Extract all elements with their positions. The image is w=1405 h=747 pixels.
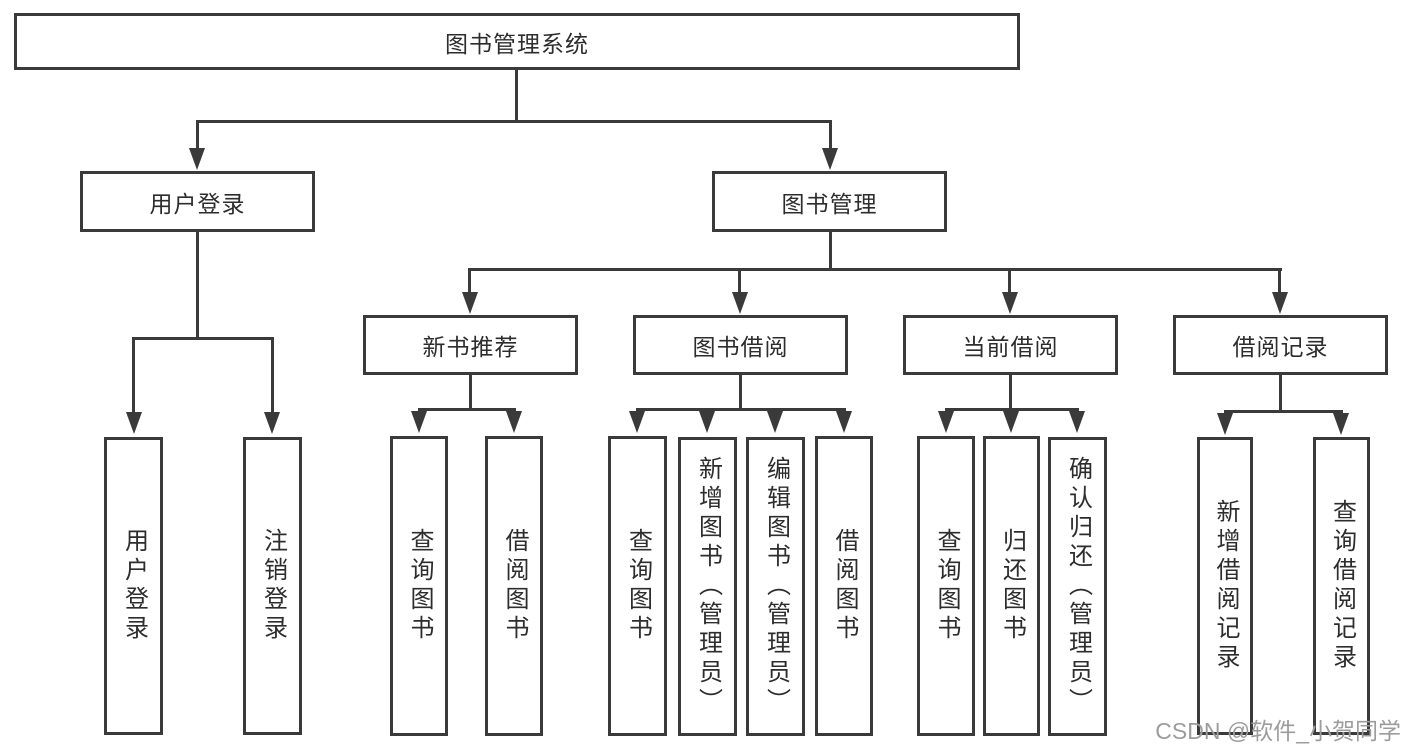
leaf-logout-label: 注销登录 (259, 528, 287, 644)
leaf-bb-borrow-book: 借阅图书 (815, 436, 873, 736)
arrow-down-icon (189, 148, 205, 170)
leaf-logout: 注销登录 (243, 437, 302, 735)
connector-line (196, 120, 199, 150)
connector-line (1279, 375, 1282, 410)
arrow-down-icon (822, 148, 838, 170)
leaf-bb-query-book-label: 查询图书 (624, 528, 652, 644)
node-root-label: 图书管理系统 (445, 30, 589, 57)
connector-line (945, 408, 1079, 411)
leaf-nb-query-book-label: 查询图书 (406, 528, 433, 644)
leaf-br-query-record-label: 查询借阅记录 (1328, 499, 1356, 673)
leaf-nb-query-book: 查询图书 (390, 436, 448, 736)
arrow-down-icon (1002, 292, 1018, 314)
leaf-user-login-label: 用户登录 (120, 528, 148, 644)
leaf-nb-borrow-book-label: 借阅图书 (501, 528, 528, 644)
node-borrow-records-label: 借阅记录 (1232, 334, 1329, 360)
leaf-bb-borrow-book-label: 借阅图书 (831, 528, 858, 644)
leaf-br-query-record: 查询借阅记录 (1313, 437, 1370, 735)
connector-line (829, 232, 832, 268)
leaf-bb-edit-book: 编辑图书（管理员） (746, 437, 805, 736)
node-root: 图书管理系统 (14, 13, 1020, 70)
connector-line (468, 268, 471, 294)
arrow-down-icon (1003, 411, 1019, 433)
arrow-down-icon (1217, 413, 1233, 435)
connector-line (636, 408, 846, 411)
leaf-bb-query-book: 查询图书 (608, 436, 667, 736)
node-current-borrow: 当前借阅 (903, 315, 1118, 375)
connector-line (1224, 410, 1343, 413)
leaf-cb-query-book-label: 查询图书 (933, 528, 960, 644)
arrow-down-icon (126, 412, 142, 434)
leaf-cb-return-book-label: 归还图书 (998, 528, 1026, 644)
connector-line (515, 70, 518, 120)
arrow-down-icon (264, 412, 280, 434)
leaf-cb-query-book: 查询图书 (917, 436, 975, 736)
arrow-down-icon (411, 411, 427, 433)
connector-line (132, 337, 135, 413)
leaf-bb-edit-book-label: 编辑图书（管理员） (762, 456, 790, 717)
node-current-borrow-label: 当前借阅 (962, 334, 1059, 360)
arrow-down-icon (767, 411, 783, 433)
arrow-down-icon (836, 411, 852, 433)
leaf-user-login: 用户登录 (104, 437, 163, 735)
connector-line (271, 337, 274, 413)
node-user-login-label: 用户登录 (149, 190, 246, 217)
node-book-borrow: 图书借阅 (633, 315, 848, 375)
connector-line (738, 268, 741, 294)
connector-line (469, 375, 472, 408)
connector-line (1009, 375, 1012, 408)
leaf-bb-add-book-label: 新增图书（管理员） (694, 456, 722, 717)
arrow-down-icon (732, 292, 748, 314)
connector-line (829, 120, 832, 150)
node-book-management: 图书管理 (712, 171, 947, 232)
arrow-down-icon (699, 411, 715, 433)
leaf-cb-return-book: 归还图书 (983, 436, 1040, 736)
arrow-down-icon (462, 292, 478, 314)
leaf-br-add-record: 新增借阅记录 (1197, 437, 1253, 735)
connector-line (418, 408, 516, 411)
connector-line (132, 337, 274, 340)
node-new-book-recommend: 新书推荐 (363, 315, 578, 375)
arrow-down-icon (506, 411, 522, 433)
connector-line (1008, 268, 1011, 294)
arrow-down-icon (938, 411, 954, 433)
watermark: CSDN @软件_小贺同学 (1155, 718, 1401, 744)
node-borrow-records: 借阅记录 (1173, 315, 1388, 375)
arrow-down-icon (1069, 411, 1085, 433)
leaf-cb-confirm-return: 确认归还（管理员） (1048, 437, 1107, 736)
arrow-down-icon (629, 411, 645, 433)
node-book-borrow-label: 图书借阅 (692, 334, 789, 360)
connector-line (196, 120, 832, 123)
node-book-management-label: 图书管理 (781, 190, 878, 217)
leaf-cb-confirm-return-label: 确认归还（管理员） (1064, 456, 1092, 717)
connector-line (196, 232, 199, 337)
connector-line (469, 268, 1282, 271)
connector-line (1278, 268, 1281, 294)
leaf-nb-borrow-book: 借阅图书 (485, 436, 543, 736)
leaf-bb-add-book: 新增图书（管理员） (678, 437, 737, 736)
arrow-down-icon (1272, 292, 1288, 314)
node-new-book-recommend-label: 新书推荐 (422, 334, 519, 360)
connector-line (739, 375, 742, 408)
leaf-br-add-record-label: 新增借阅记录 (1212, 499, 1239, 673)
node-user-login: 用户登录 (80, 171, 315, 232)
arrow-down-icon (1333, 413, 1349, 435)
